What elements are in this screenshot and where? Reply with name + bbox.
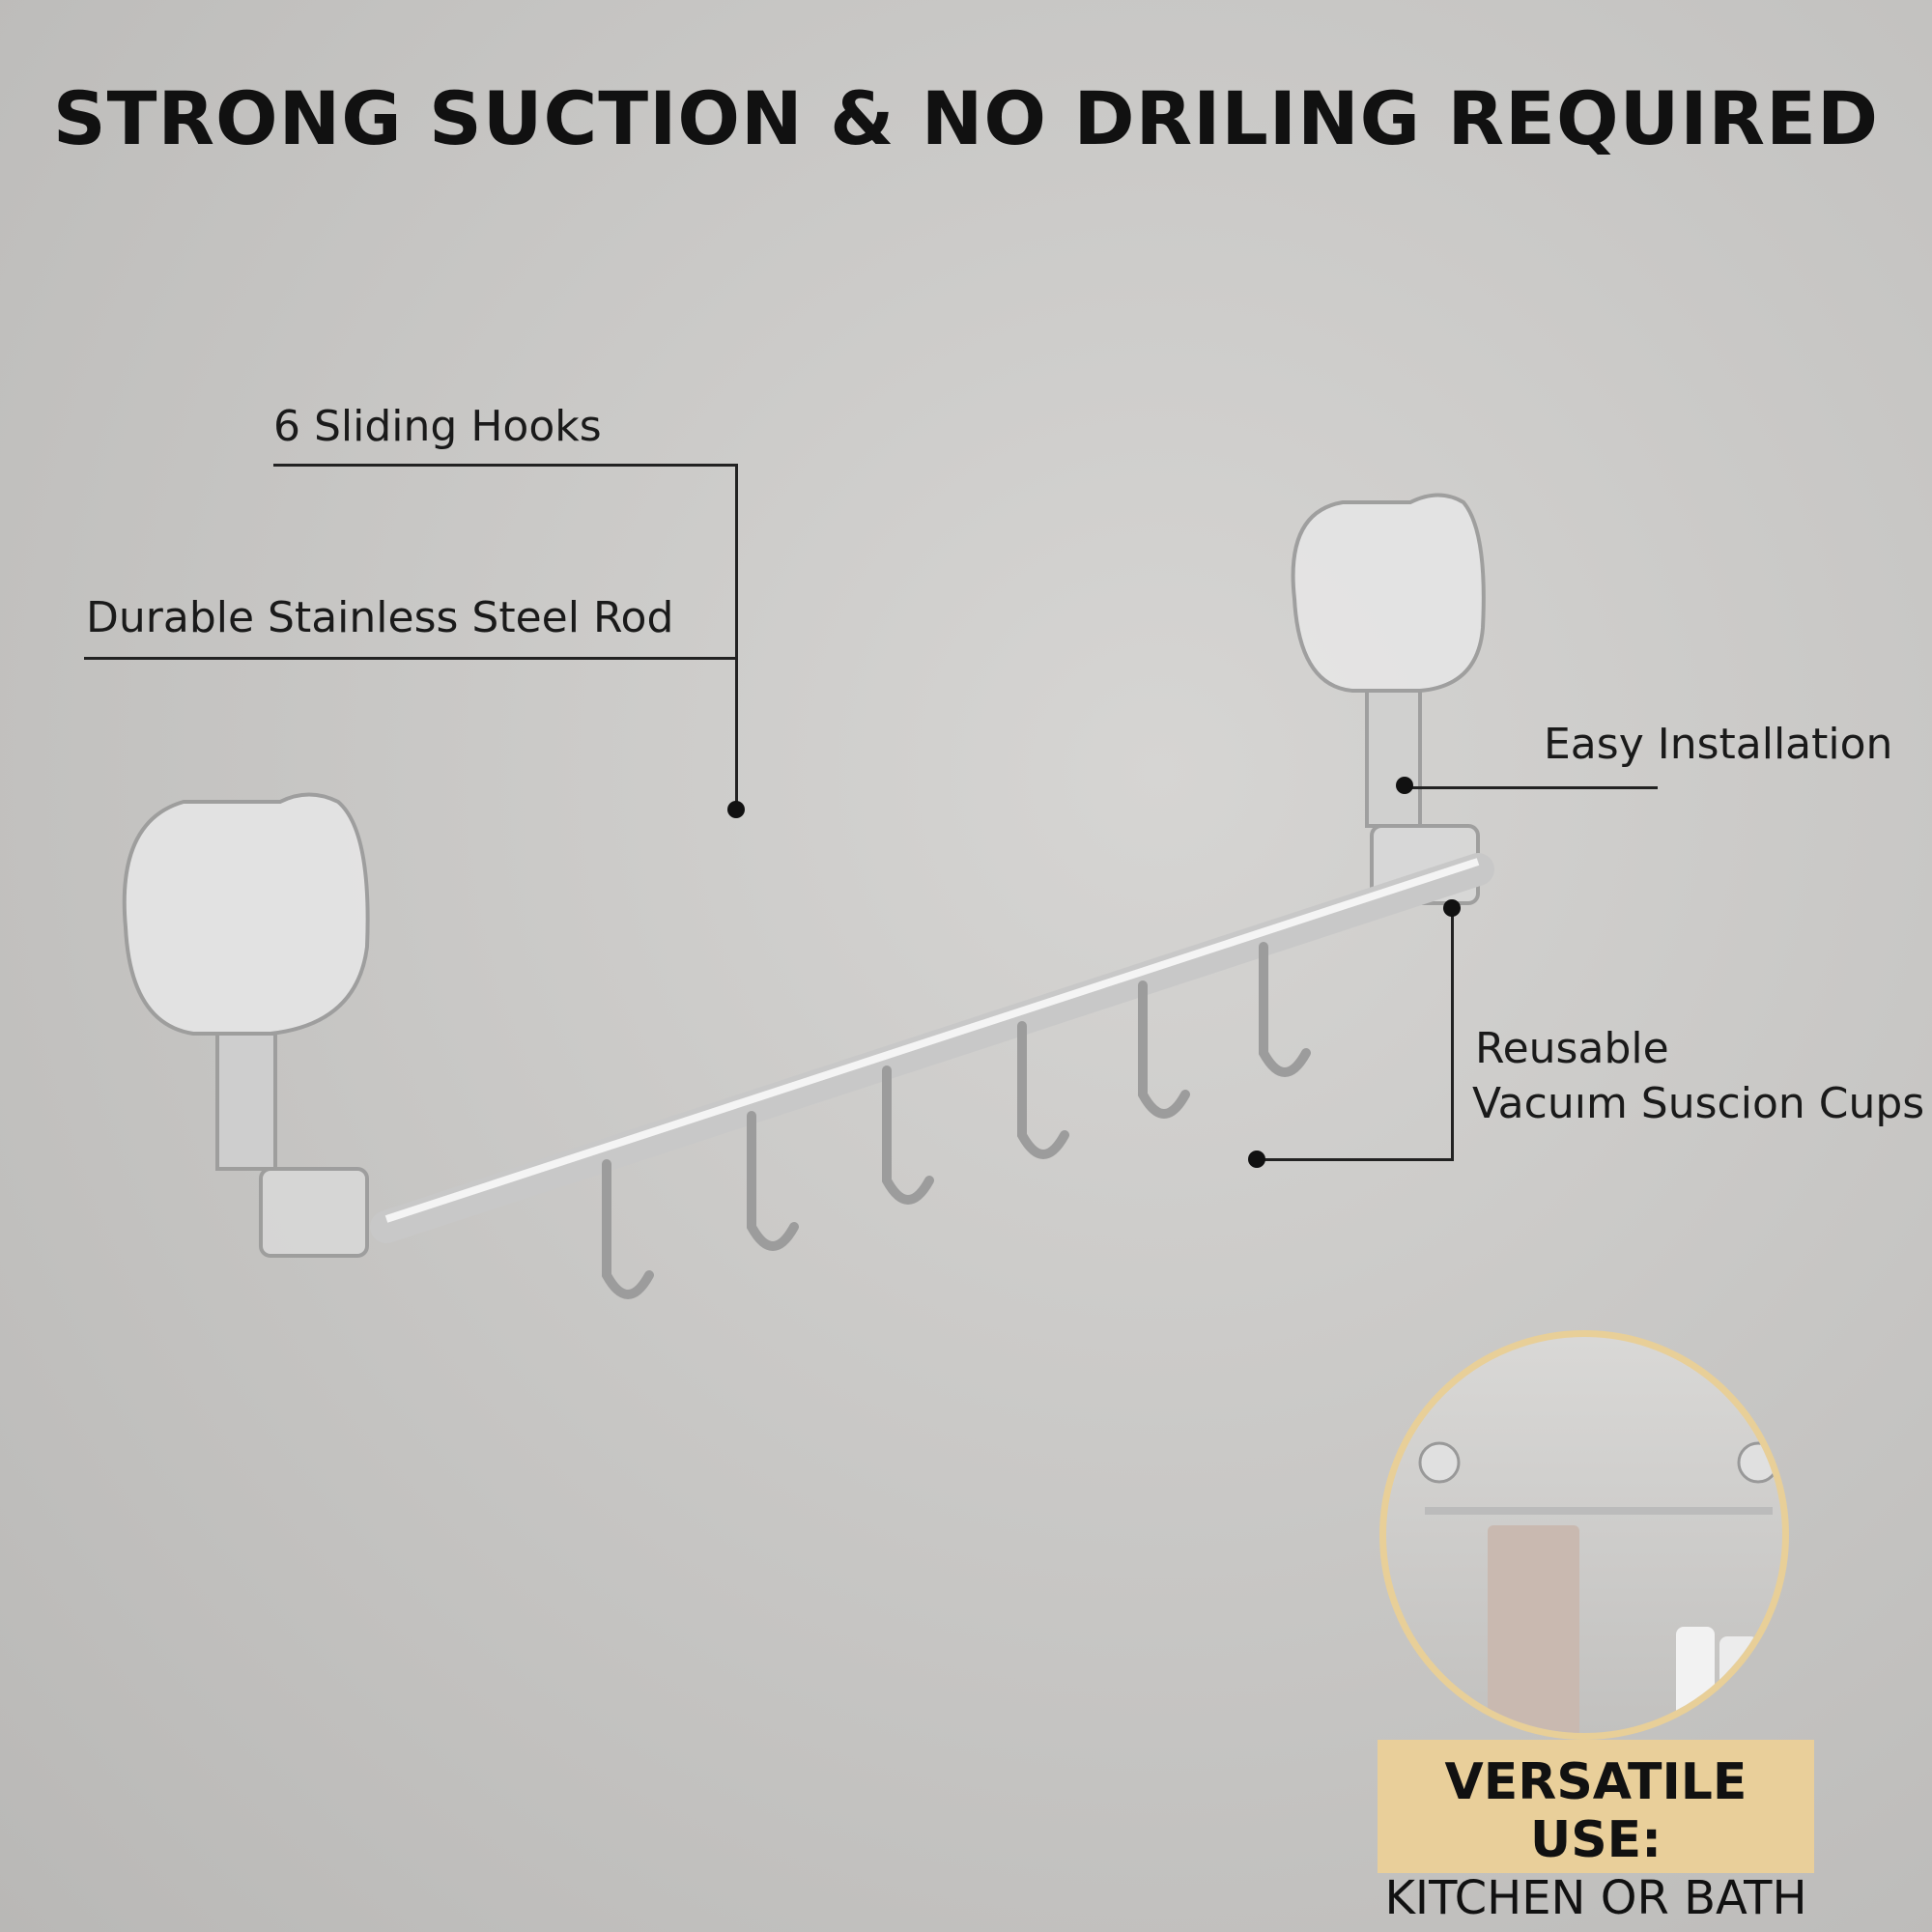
towel [1488,1525,1579,1733]
callout-install: Easy Installation [1544,720,1893,769]
hooks-dot [727,801,745,818]
callout-hooks: 6 Sliding Hooks [273,402,602,451]
badge-line2: KITCHEN OR BATH [1384,1871,1807,1925]
left-suction-cup [122,792,370,1258]
usage-inset-photo [1379,1330,1789,1740]
install-dot [1396,777,1413,794]
cups-leader-v [1451,908,1454,1160]
hooks-leader-h [273,464,738,467]
versatile-use-badge: VERSATILE USE: KITCHEN OR BATH [1378,1740,1814,1925]
callout-rod: Durable Stainless Steel Rod [86,593,674,642]
headline: STRONG SUCTION & NO DRILING REQUIRED [52,75,1880,161]
cups-dot-top [1443,899,1461,917]
install-leader [1405,786,1658,789]
cups-dot [1248,1151,1265,1168]
right-suction-cup [1291,493,1486,905]
callout-cups-2: Vacuım Suscion Cups [1472,1079,1925,1128]
cups-leader-h [1257,1158,1454,1161]
steel-rod [370,853,1494,1243]
hooks-leader-v [735,464,738,810]
callout-cups-1: Reusable [1475,1024,1669,1073]
rod-leader-h [84,657,738,660]
badge-line1: VERSATILE USE: [1444,1753,1747,1869]
sliding-hooks [602,942,1311,1299]
